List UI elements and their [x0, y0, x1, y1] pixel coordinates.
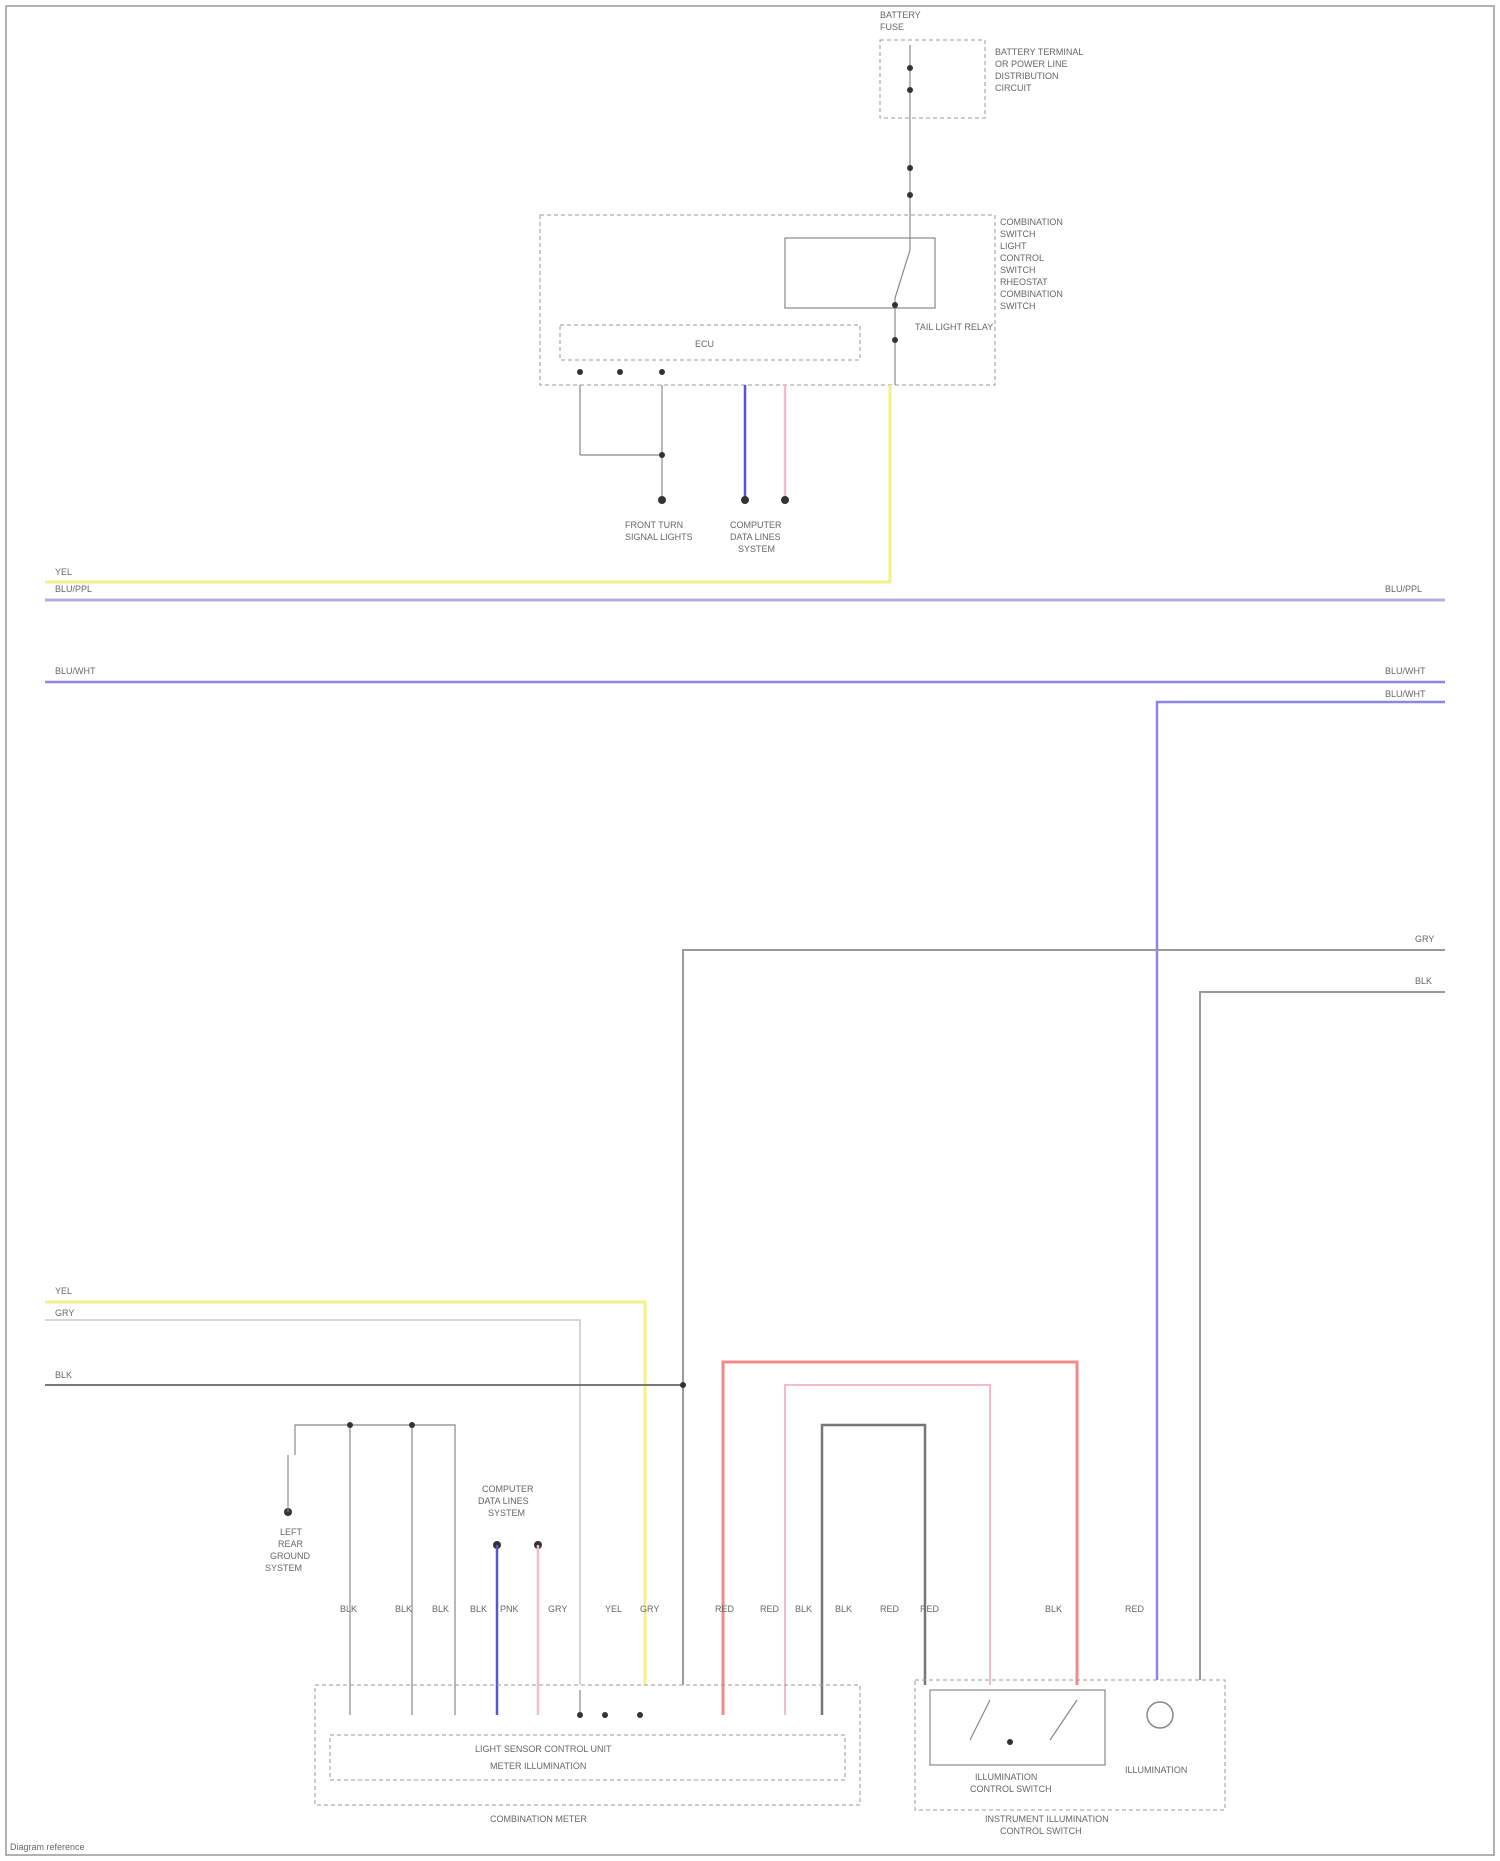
- lamp-label: ILLUMINATION: [1125, 1765, 1187, 1775]
- wire-tag: RED: [1125, 1604, 1145, 1614]
- meter-footer: COMBINATION METER: [490, 1814, 587, 1824]
- meter-inner-label: LIGHT SENSOR CONTROL UNIT: [475, 1744, 612, 1754]
- switch-footer-1: INSTRUMENT ILLUMINATION: [985, 1814, 1109, 1824]
- bottom-section: LEFT REAR GROUND SYSTEM COMPUTER DATA LI…: [265, 1362, 1225, 1836]
- switch-desc-3: LIGHT: [1000, 241, 1027, 251]
- fuse-desc-4: CIRCUIT: [995, 83, 1032, 93]
- ground-left-bottom-3: GROUND: [270, 1551, 310, 1561]
- top-section: BATTERY FUSE BATTERY TERMINAL OR POWER L…: [45, 10, 1083, 582]
- wire-tag: YEL: [605, 1604, 622, 1614]
- wire-tag: BLK: [835, 1604, 852, 1614]
- wire-tag: RED: [880, 1604, 900, 1614]
- switch-box-label-1: ILLUMINATION: [975, 1772, 1037, 1782]
- wire-tag: BLK: [340, 1604, 357, 1614]
- bus-yel-bottom-label: YEL: [55, 1286, 72, 1296]
- wire-tag: GRY: [548, 1604, 567, 1614]
- bus-blk-bottom-label: BLK: [55, 1370, 72, 1380]
- fuse-desc-1: BATTERY TERMINAL: [995, 47, 1083, 57]
- illumination-switch-box: [915, 1680, 1225, 1810]
- bus-gry-right-1-label: GRY: [1415, 934, 1434, 944]
- bus-blu-top-right-label: BLU/PPL: [1385, 584, 1422, 594]
- switch-desc-8: SWITCH: [1000, 301, 1036, 311]
- fuse-desc-2: OR POWER LINE: [995, 59, 1068, 69]
- wire-tag: BLK: [432, 1604, 449, 1614]
- switch-desc-6: RHEOSTAT: [1000, 277, 1048, 287]
- taillight-relay-box: [785, 238, 935, 308]
- wire-tag: BLK: [395, 1604, 412, 1614]
- switch-inner-box: [930, 1690, 1105, 1765]
- fuse-box: [880, 40, 985, 118]
- switch-desc-7: COMBINATION: [1000, 289, 1063, 299]
- bus-blu-top-left-label: BLU/PPL: [55, 584, 92, 594]
- data-lines-1: COMPUTER: [482, 1484, 534, 1494]
- ground-left-bottom-4: SYSTEM: [265, 1563, 302, 1573]
- bus-lines: YEL BLU/PPL BLU/PPL BLU/WHT BLU/WHT BLU/…: [45, 567, 1445, 1685]
- switch-desc-2: SWITCH: [1000, 229, 1036, 239]
- wire-tag: RED: [920, 1604, 940, 1614]
- wire-gray-right-2: [1200, 992, 1445, 1680]
- ground-left-bottom-2: REAR: [278, 1539, 304, 1549]
- ground-mid-label-2: DATA LINES: [730, 532, 781, 542]
- bus-blu-mid-right-a-label: BLU/WHT: [1385, 666, 1426, 676]
- wire-tag: BLK: [795, 1604, 812, 1614]
- ground-left-bottom-1: LEFT: [280, 1527, 303, 1537]
- wire-red-loop: [723, 1362, 1077, 1715]
- ground-left-label-1: FRONT TURN: [625, 520, 683, 530]
- switch-box-label-2: CONTROL SWITCH: [970, 1784, 1052, 1794]
- bus-gry-right-2-label: BLK: [1415, 976, 1432, 986]
- battery-label: BATTERY: [880, 10, 921, 20]
- switch-desc-4: CONTROL: [1000, 253, 1044, 263]
- fuse-desc-3: DISTRIBUTION: [995, 71, 1059, 81]
- taillight-label: TAIL LIGHT RELAY: [915, 322, 993, 332]
- ground-mid-label-1: COMPUTER: [730, 520, 782, 530]
- wire-black-loop: [822, 1425, 925, 1715]
- wire-tag: GRY: [640, 1604, 659, 1614]
- ground-left-label-2: SIGNAL LIGHTS: [625, 532, 693, 542]
- meter-inner-label2: METER ILLUMINATION: [490, 1761, 586, 1771]
- wire-tag: BLK: [1045, 1604, 1062, 1614]
- illumination-lamp-icon: [1147, 1702, 1173, 1728]
- switch-desc-1: COMBINATION: [1000, 217, 1063, 227]
- ground-mid-label-3: SYSTEM: [738, 544, 775, 554]
- bus-gry-bottom-label: GRY: [55, 1308, 74, 1318]
- ecu-label: ECU: [695, 339, 714, 349]
- wire-tag: RED: [715, 1604, 735, 1614]
- bus-blu-mid-left-label: BLU/WHT: [55, 666, 96, 676]
- switch-desc-5: SWITCH: [1000, 265, 1036, 275]
- data-lines-2: DATA LINES: [478, 1496, 529, 1506]
- bus-blu-mid-right-b-label: BLU/WHT: [1385, 689, 1426, 699]
- wire-gray-right-1: [683, 950, 1445, 1685]
- wire-tag: RED: [760, 1604, 780, 1614]
- fuse-label: FUSE: [880, 22, 904, 32]
- wire-yellow-bottom: [45, 1302, 645, 1685]
- data-lines-3: SYSTEM: [488, 1508, 525, 1518]
- switch-footer-2: CONTROL SWITCH: [1000, 1826, 1082, 1836]
- wire-tag: BLK: [470, 1604, 487, 1614]
- wire-tag: PNK: [500, 1604, 519, 1614]
- footer-note: Diagram reference: [10, 1842, 85, 1852]
- bus-yel-top-label: YEL: [55, 567, 72, 577]
- page-frame: [6, 6, 1494, 1855]
- meter-inner-box: [330, 1735, 845, 1780]
- wire-pink-loop: [785, 1385, 990, 1715]
